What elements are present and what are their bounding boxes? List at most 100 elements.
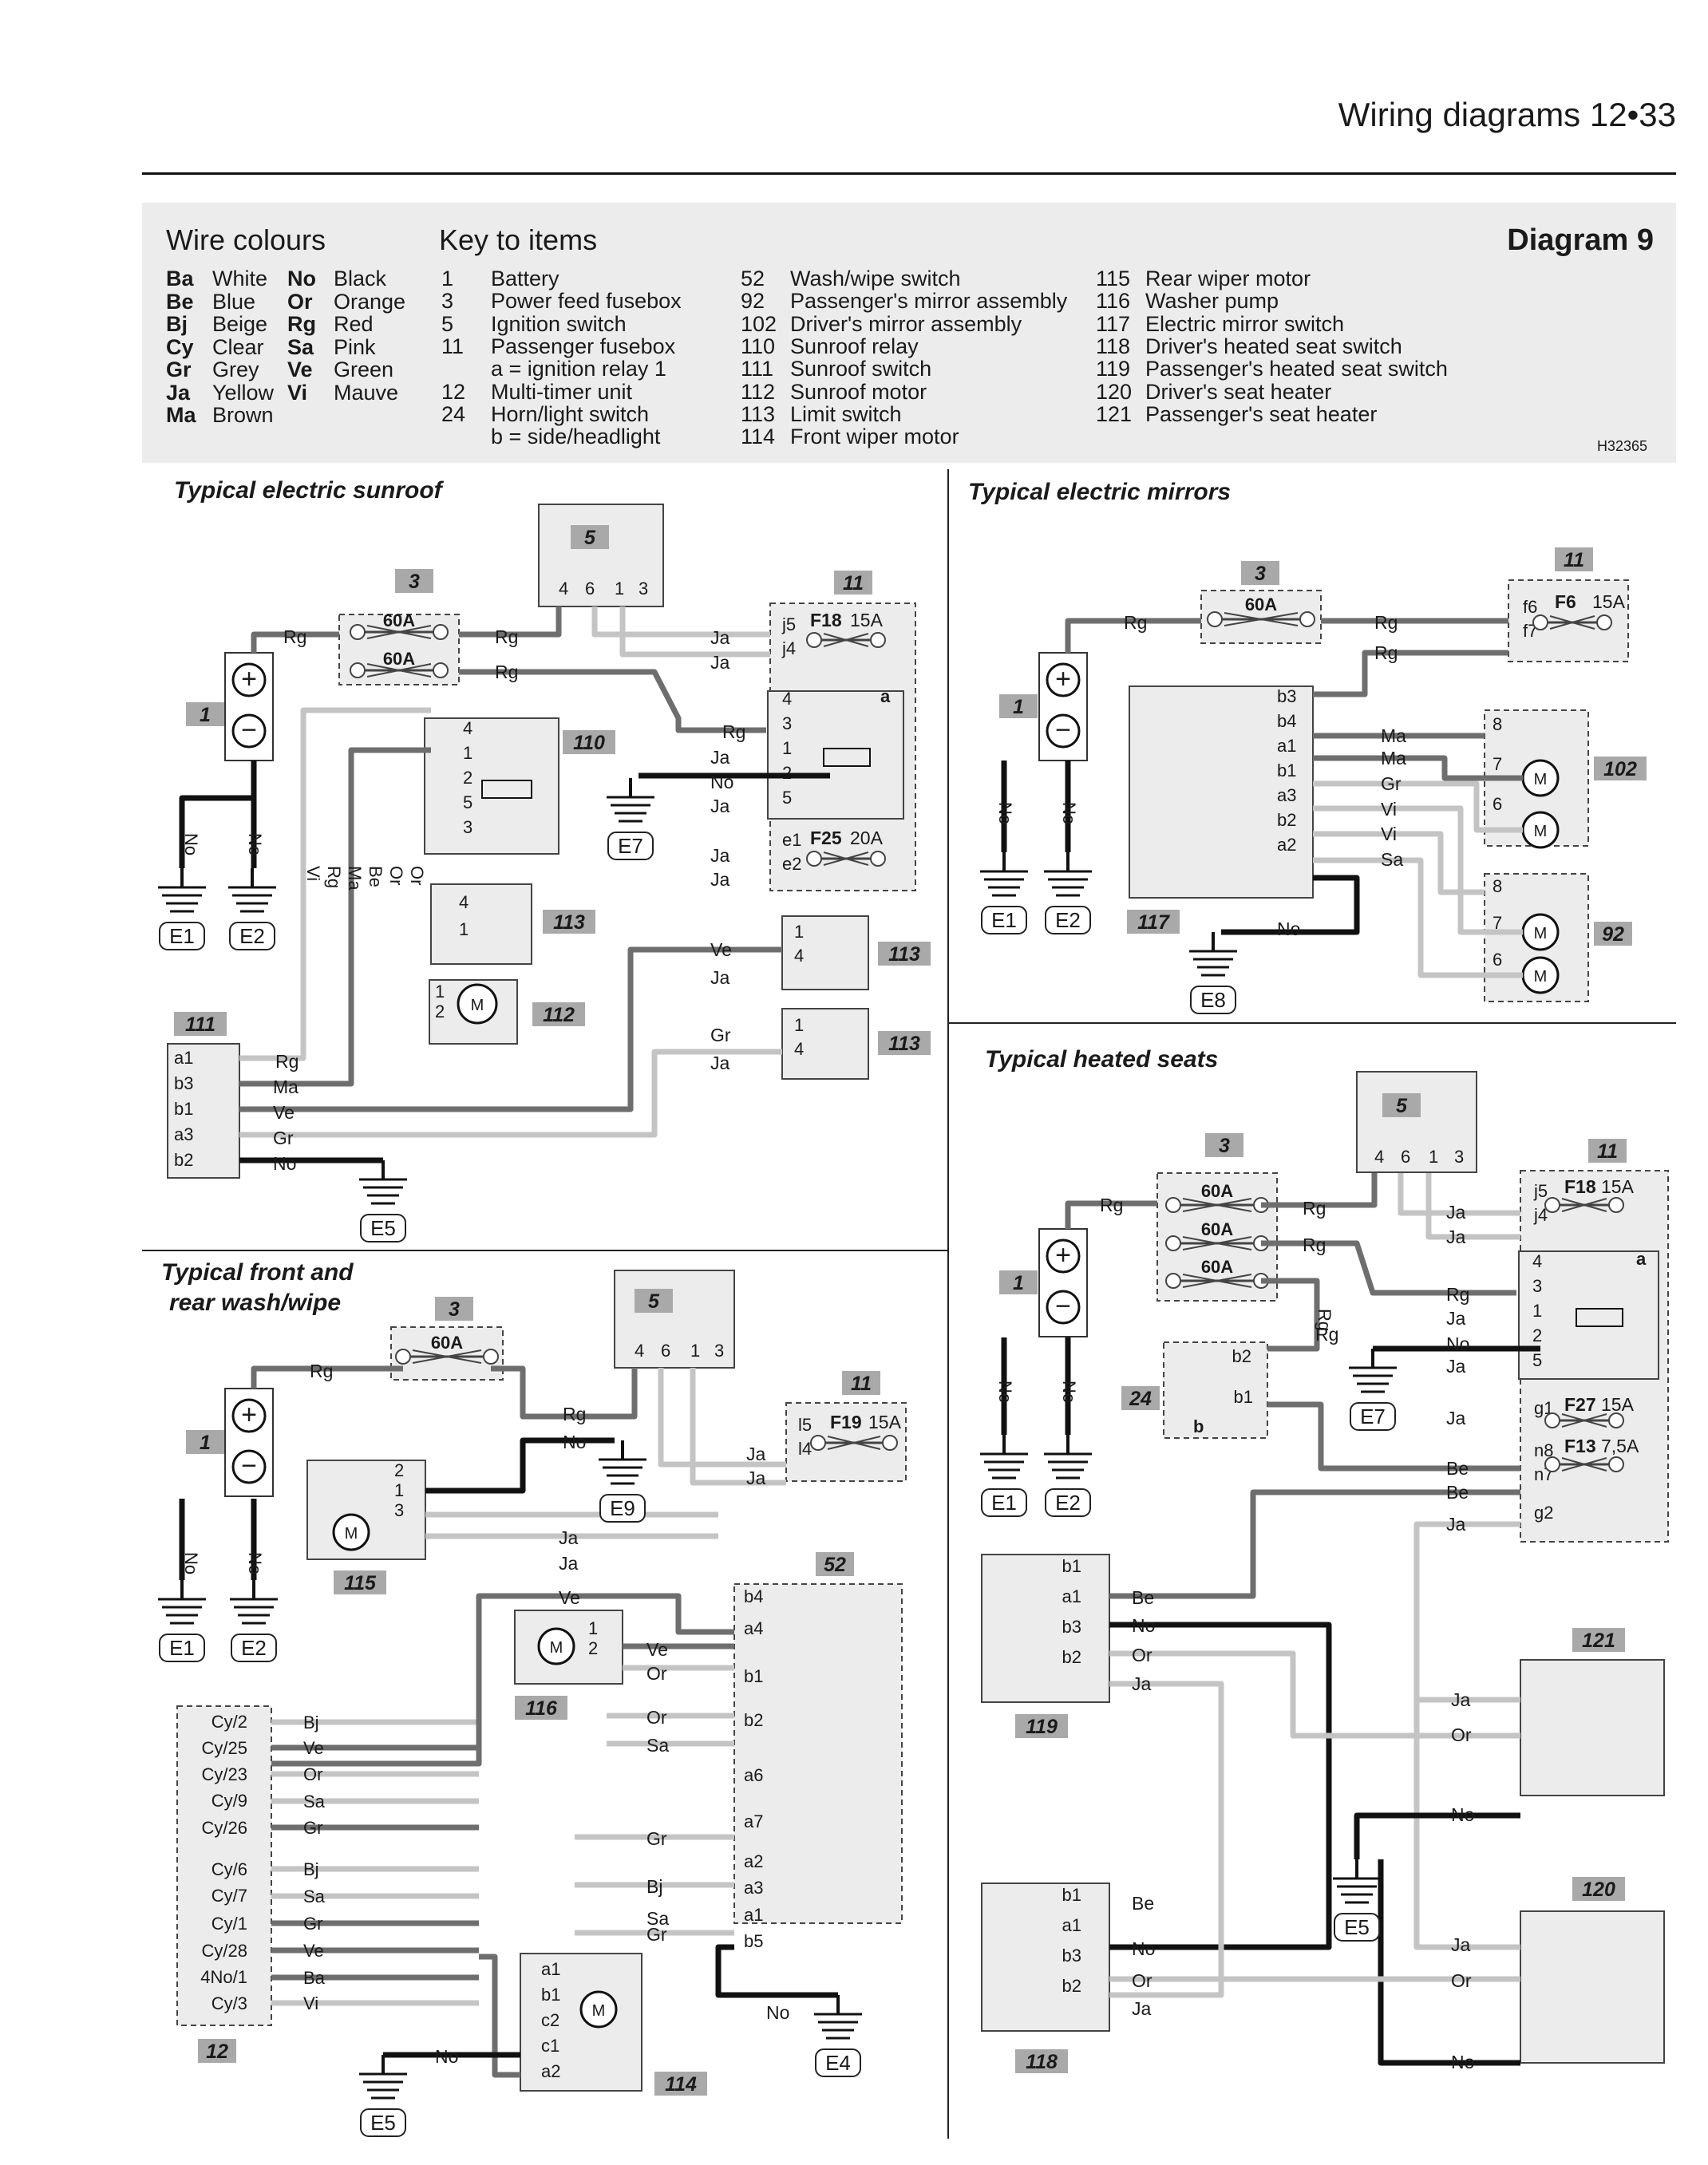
pin-label: b xyxy=(1193,1416,1204,1436)
item-tag xyxy=(834,571,872,595)
wire-label: No xyxy=(435,2046,458,2067)
pin-label: 1 xyxy=(588,1618,598,1638)
earth-frame xyxy=(981,1488,1027,1517)
wire-colour-code: Bj xyxy=(166,312,188,336)
wire-label: Rg xyxy=(1315,1324,1338,1345)
pin-label: 6 xyxy=(1493,794,1502,814)
pin-label: 1 xyxy=(794,1015,804,1035)
wire xyxy=(251,631,339,653)
wire xyxy=(1267,1401,1520,1472)
earth-label: E5 xyxy=(1344,1915,1370,1939)
earth-label: E7 xyxy=(1360,1404,1386,1428)
fuse-symbol xyxy=(827,1436,881,1450)
wire-label: Vi xyxy=(1381,799,1397,820)
wire-colour-code: Sa xyxy=(287,334,314,359)
pin-label: a xyxy=(1636,1249,1647,1269)
wire-label: Ja xyxy=(559,1553,579,1574)
motor-letter: M xyxy=(1534,771,1548,788)
pin-label: Cy/3 xyxy=(212,1993,247,2013)
wire xyxy=(1398,1173,1520,1216)
item-tag xyxy=(1205,1133,1243,1157)
item-tag xyxy=(334,1570,386,1594)
pin-label: 1 xyxy=(459,919,469,939)
item-number: 116 xyxy=(525,1697,558,1720)
key-item-number: 1 xyxy=(441,267,454,290)
item-tag xyxy=(1588,1139,1627,1163)
key-item-label: Passenger's heated seat switch xyxy=(1145,357,1448,381)
wire-label: Or xyxy=(1451,1970,1472,1991)
wire xyxy=(1065,618,1201,653)
wire-label: Ma xyxy=(345,866,365,891)
pin-label: 6 xyxy=(1401,1147,1410,1167)
key-item-number: 52 xyxy=(741,267,765,290)
key-item-number: 5 xyxy=(441,311,454,336)
pin-label: 5 xyxy=(1532,1350,1542,1370)
wire-label: Rg xyxy=(1303,1198,1326,1219)
terminal xyxy=(870,851,886,867)
earth-label: E4 xyxy=(825,2051,851,2075)
component-box xyxy=(981,1883,1110,2032)
pin-label: 1 xyxy=(1532,1301,1542,1321)
wire xyxy=(1313,755,1523,781)
wire-label: No xyxy=(1132,1615,1155,1636)
item-number: 3 xyxy=(409,571,420,593)
key-item-label: Power feed fusebox xyxy=(491,289,682,314)
wire-label: Rg xyxy=(1303,1235,1326,1255)
wire xyxy=(239,747,431,1087)
wire-label: Be xyxy=(1132,1587,1154,1608)
battery-positive xyxy=(1046,662,1081,697)
fuse-id: F6 xyxy=(1555,591,1576,612)
item-tag xyxy=(999,694,1038,718)
key-item-label: Driver's heated seat switch xyxy=(1145,334,1402,358)
wire-label: Rg xyxy=(495,662,518,682)
item-tag xyxy=(1572,1877,1625,1901)
pin-label: a xyxy=(880,686,891,706)
wire xyxy=(425,1437,615,1494)
pin-label: b2 xyxy=(174,1150,193,1170)
pin-label: 1 xyxy=(463,743,472,763)
relay-coil xyxy=(481,780,532,799)
minus-sign: − xyxy=(241,1451,257,1481)
pin-label: 1 xyxy=(794,922,804,942)
item-number: 120 xyxy=(1582,1879,1615,1901)
wire-label: Ja xyxy=(746,1444,766,1464)
pin-label: 1 xyxy=(394,1480,404,1500)
item-tag xyxy=(1015,2049,1068,2073)
item-number: 110 xyxy=(573,732,605,754)
item-tag xyxy=(635,1289,673,1313)
wire-label: Be xyxy=(366,866,385,887)
wire-label: Ve xyxy=(646,1639,668,1660)
pin-label: b3 xyxy=(1062,1617,1081,1637)
wire-label: Or xyxy=(407,866,427,885)
pin-label: b2 xyxy=(1062,1976,1081,1996)
key-item-number: 24 xyxy=(441,401,466,426)
terminal xyxy=(1532,614,1548,630)
pin-label: j4 xyxy=(1533,1205,1548,1225)
earth-label: E1 xyxy=(169,924,195,948)
pin-label: a3 xyxy=(174,1124,193,1144)
wire-colour-code: Ve xyxy=(287,358,313,381)
item-number: 5 xyxy=(1396,1095,1408,1117)
terminal xyxy=(1299,611,1315,627)
pin-label: a7 xyxy=(744,1811,763,1831)
plus-sign: + xyxy=(241,1400,257,1430)
key-item-label: Passenger's mirror assembly xyxy=(790,289,1068,314)
relay-coil xyxy=(823,748,871,767)
pin-label: b3 xyxy=(1062,1946,1081,1965)
fuse-rating: 60A xyxy=(431,1333,463,1353)
terminal xyxy=(433,624,449,640)
earth-label: E1 xyxy=(169,1636,195,1660)
wire xyxy=(1109,1681,1224,1998)
terminal xyxy=(350,662,366,678)
wire-colour-code: Ja xyxy=(166,380,191,405)
wire-label: Ja xyxy=(1132,1673,1152,1694)
component-box xyxy=(424,717,559,855)
item-number: 112 xyxy=(543,1004,575,1026)
wire-label: No xyxy=(181,1552,201,1574)
pin-label: 2 xyxy=(435,1002,445,1021)
key-item-label: Sunroof relay xyxy=(790,334,919,358)
